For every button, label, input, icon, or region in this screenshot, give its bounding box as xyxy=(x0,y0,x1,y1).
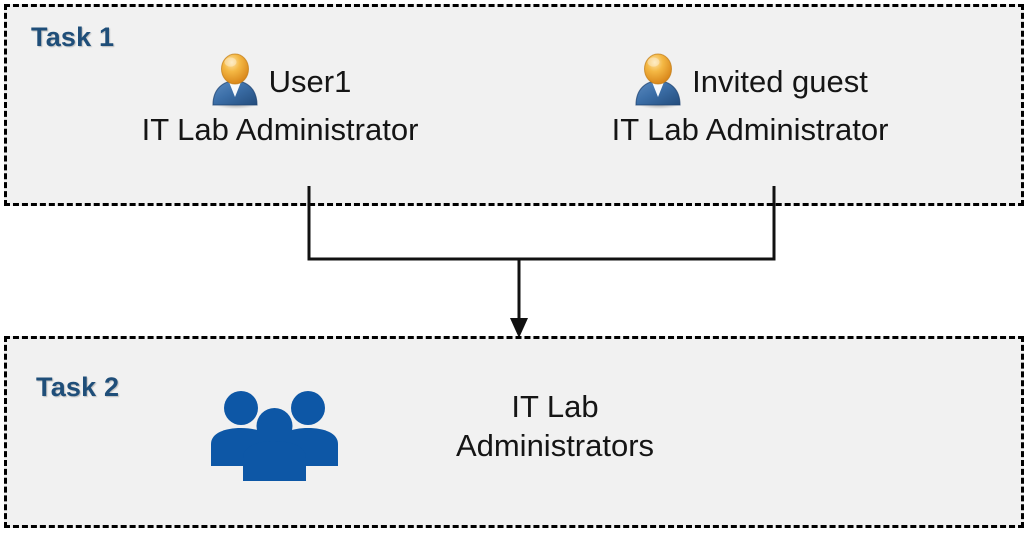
task2-label: Task 2 xyxy=(36,372,120,402)
person-invited-guest-name: Invited guest xyxy=(692,63,868,99)
person-user1-name: User1 xyxy=(268,63,352,99)
task1-container xyxy=(4,4,1024,206)
person-user1-role: IT Lab Administrator xyxy=(141,112,419,147)
group-name: IT Lab Administrators xyxy=(370,388,740,466)
group-name-line2: Administrators xyxy=(455,427,655,463)
person-invited-guest-row: Invited guest xyxy=(540,52,960,110)
person-user1: User1 IT Lab Administrator xyxy=(70,52,490,145)
task2-container xyxy=(4,336,1024,528)
group-icon-wrapper xyxy=(207,386,342,482)
user-avatar-icon xyxy=(635,53,681,109)
arrow-head-icon xyxy=(510,318,528,338)
person-invited-guest: Invited guest IT Lab Administrator xyxy=(540,52,960,145)
people-group-icon xyxy=(211,391,338,481)
user-avatar-icon xyxy=(212,53,258,109)
group-name-line1: IT Lab xyxy=(511,389,599,424)
person-invited-guest-role: IT Lab Administrator xyxy=(611,112,889,147)
task1-label: Task 1 xyxy=(31,22,115,52)
person-user1-row: User1 xyxy=(70,52,490,110)
